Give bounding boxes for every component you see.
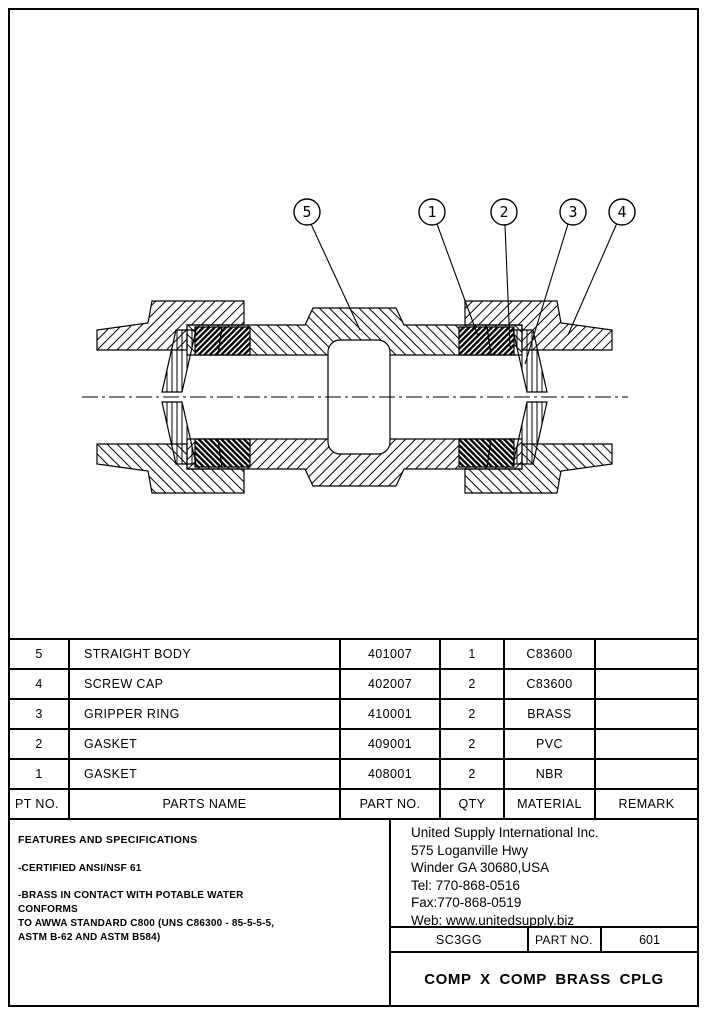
parts-table: 5 STRAIGHT BODY 401007 1 C83600 4 SCREW … [10, 638, 697, 818]
cell-part-no: 401007 [341, 640, 441, 668]
cell-part-no: 408001 [341, 760, 441, 788]
part-no-label: PART NO. [529, 928, 602, 951]
coupling-section-drawing: 5 1 2 3 4 [82, 198, 636, 494]
header-parts-name: PARTS NAME [70, 790, 341, 818]
company-tel: Tel: 770-868-0516 [411, 877, 520, 893]
features-title: FEATURES AND SPECIFICATIONS [18, 834, 198, 846]
cell-remark [596, 640, 697, 668]
cell-pt-no: 3 [10, 700, 70, 728]
svg-text:2: 2 [499, 203, 508, 221]
table-row: 4 SCREW CAP 402007 2 C83600 [10, 668, 697, 698]
cell-parts-name: GASKET [70, 760, 341, 788]
table-row: 3 GRIPPER RING 410001 2 BRASS [10, 698, 697, 728]
cell-material: PVC [505, 730, 596, 758]
table-row: 2 GASKET 409001 2 PVC [10, 728, 697, 758]
cell-parts-name: STRAIGHT BODY [70, 640, 341, 668]
callout-balloon-1: 1 [418, 198, 446, 226]
drawing-title: COMP X COMP BRASS CPLG [424, 970, 664, 988]
table-header-row: PT NO. PARTS NAME PART NO. QTY MATERIAL … [10, 788, 697, 818]
cell-pt-no: 5 [10, 640, 70, 668]
features-panel: FEATURES AND SPECIFICATIONS -CERTIFIED A… [10, 820, 391, 1005]
cell-material: NBR [505, 760, 596, 788]
cell-remark [596, 730, 697, 758]
cell-remark [596, 760, 697, 788]
model-code: SC3GG [391, 928, 529, 951]
gripper-ring-right-section [512, 329, 548, 393]
features-item-certified: -CERTIFIED ANSI/NSF 61 [18, 863, 142, 874]
cell-parts-name: SCREW CAP [70, 670, 341, 698]
gasket-pvc-right-section [458, 326, 492, 356]
gasket-nbr-left-section [194, 326, 223, 356]
cell-qty: 2 [441, 760, 505, 788]
gripper-ring-left-section [161, 329, 197, 393]
model-row: SC3GG PART NO. 601 [391, 926, 697, 953]
cell-pt-no: 2 [10, 730, 70, 758]
svg-text:1: 1 [427, 203, 436, 221]
cell-qty: 2 [441, 700, 505, 728]
company-web: Web: www.unitedsupply.biz [411, 912, 575, 928]
header-pt-no: PT NO. [10, 790, 70, 818]
cell-part-no: 410001 [341, 700, 441, 728]
cell-material: C83600 [505, 670, 596, 698]
cell-remark [596, 670, 697, 698]
gasket-pvc-left-section [217, 326, 251, 356]
callout-balloon-3: 3 [559, 198, 587, 226]
cell-material: C83600 [505, 640, 596, 668]
cell-material: BRASS [505, 700, 596, 728]
cell-parts-name: GRIPPER RING [70, 700, 341, 728]
cell-part-no: 402007 [341, 670, 441, 698]
cell-qty: 2 [441, 730, 505, 758]
cell-pt-no: 4 [10, 670, 70, 698]
header-part-no: PART NO. [341, 790, 441, 818]
header-qty: QTY [441, 790, 505, 818]
sheet-border: 5 1 2 3 4 5 STRAIGHT BODY 4010 [8, 8, 699, 1007]
cell-qty: 1 [441, 640, 505, 668]
callout-balloon-5: 5 [293, 198, 321, 226]
bottom-block: FEATURES AND SPECIFICATIONS -CERTIFIED A… [10, 818, 697, 1005]
company-fax: Fax:770-868-0519 [411, 895, 522, 910]
callout-balloon-2: 2 [490, 198, 518, 226]
part-no-value: 601 [639, 932, 660, 947]
title-block: United Supply International Inc. 575 Log… [391, 820, 697, 1005]
cell-pt-no: 1 [10, 760, 70, 788]
callout-balloon-4: 4 [608, 198, 636, 226]
cell-part-no: 409001 [341, 730, 441, 758]
table-row: 1 GASKET 408001 2 NBR [10, 758, 697, 788]
company-name: United Supply International Inc. [411, 825, 599, 840]
cell-qty: 2 [441, 670, 505, 698]
company-address-1: 575 Loganville Hwy [411, 842, 529, 858]
cell-parts-name: GASKET [70, 730, 341, 758]
cell-remark [596, 700, 697, 728]
svg-text:5: 5 [302, 203, 311, 221]
svg-text:3: 3 [568, 203, 577, 221]
company-address-2: Winder GA 30680,USA [411, 860, 550, 875]
table-row: 5 STRAIGHT BODY 401007 1 C83600 [10, 638, 697, 668]
leader-lines [310, 222, 618, 365]
features-item-brass: -BRASS IN CONTACT WITH POTABLE WATER CON… [18, 890, 275, 943]
company-info: United Supply International Inc. 575 Log… [391, 820, 697, 928]
header-remark: REMARK [618, 797, 675, 811]
header-material: MATERIAL [505, 790, 596, 818]
svg-text:4: 4 [617, 203, 626, 221]
